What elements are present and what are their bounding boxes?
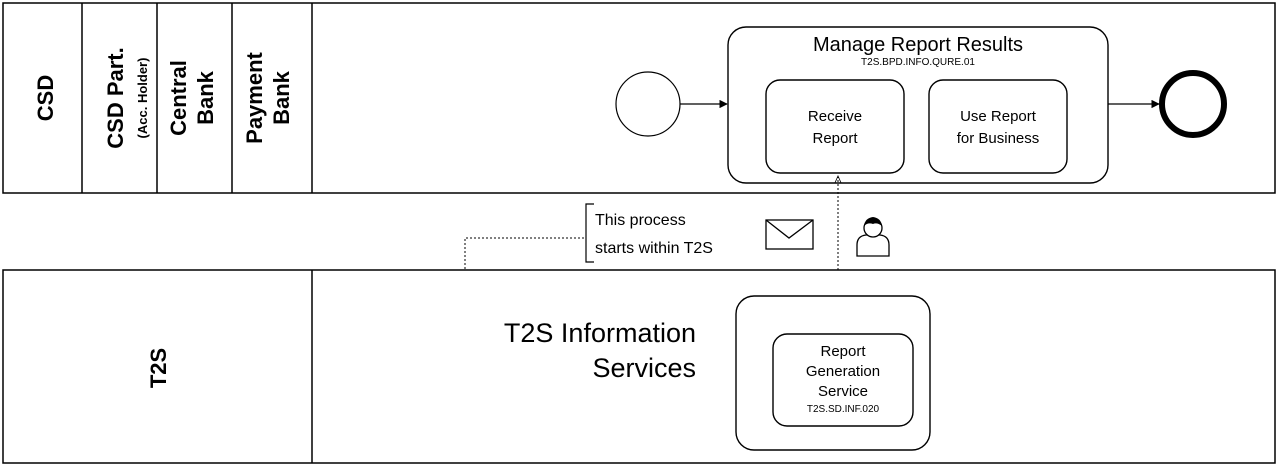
service-report-generation[interactable]: Report Generation Service T2S.SD.INF.020 bbox=[772, 333, 914, 427]
service-label-line1: Report bbox=[820, 343, 866, 360]
task-label-line1: Receive bbox=[808, 108, 862, 125]
group-title-line2: Services bbox=[592, 353, 696, 383]
user-icon bbox=[856, 217, 890, 257]
annotation-line2: starts within T2S bbox=[595, 240, 713, 257]
lane-title-line2: Bank bbox=[193, 70, 218, 125]
message-envelope-icon bbox=[765, 219, 814, 250]
lane-title: CSD Part. bbox=[103, 47, 128, 148]
annotation-association bbox=[464, 237, 584, 269]
lane-label-payment-bank: Payment Bank bbox=[242, 51, 294, 143]
task-receive-report[interactable]: Receive Report bbox=[765, 79, 905, 174]
group-title-line1: T2S Information bbox=[504, 318, 696, 348]
task-label-line2: Report bbox=[812, 130, 858, 147]
lane-title-line2: Bank bbox=[269, 70, 294, 125]
annotation-line1: This process bbox=[595, 212, 686, 229]
end-event[interactable] bbox=[1159, 70, 1227, 138]
lane-title: Payment bbox=[242, 51, 267, 143]
subprocess-code: T2S.BPD.INFO.QURE.01 bbox=[861, 57, 975, 68]
message-area: This process starts within T2S bbox=[464, 176, 890, 270]
service-label-line3: Service bbox=[818, 383, 868, 400]
lane-label-csd-participant: CSD Part. (Acc. Holder) bbox=[103, 47, 150, 148]
subprocess-manage-report-results[interactable]: Manage Report Results T2S.BPD.INFO.QURE.… bbox=[727, 26, 1109, 184]
service-code: T2S.SD.INF.020 bbox=[807, 404, 880, 415]
bottom-pool-t2s: T2S T2S Information Services Report Gene… bbox=[2, 269, 1276, 464]
service-group-box[interactable]: Report Generation Service T2S.SD.INF.020 bbox=[735, 295, 931, 451]
lane-title: Central bbox=[166, 60, 191, 136]
service-label-line2: Generation bbox=[806, 363, 880, 380]
start-event[interactable] bbox=[615, 71, 681, 137]
top-pool: CSD CSD Part. (Acc. Holder) Central Bank… bbox=[2, 2, 1276, 194]
task-label-line2: for Business bbox=[957, 130, 1040, 147]
lane-label-csd: CSD bbox=[33, 75, 58, 121]
pool-label-t2s: T2S bbox=[146, 348, 171, 388]
lane-subtitle: (Acc. Holder) bbox=[135, 58, 150, 139]
lane-label-central-bank: Central Bank bbox=[166, 60, 218, 136]
task-use-report-for-business[interactable]: Use Report for Business bbox=[928, 79, 1068, 174]
annotation-bracket bbox=[585, 203, 594, 263]
task-label-line1: Use Report bbox=[960, 108, 1037, 125]
subprocess-title: Manage Report Results bbox=[813, 34, 1023, 56]
